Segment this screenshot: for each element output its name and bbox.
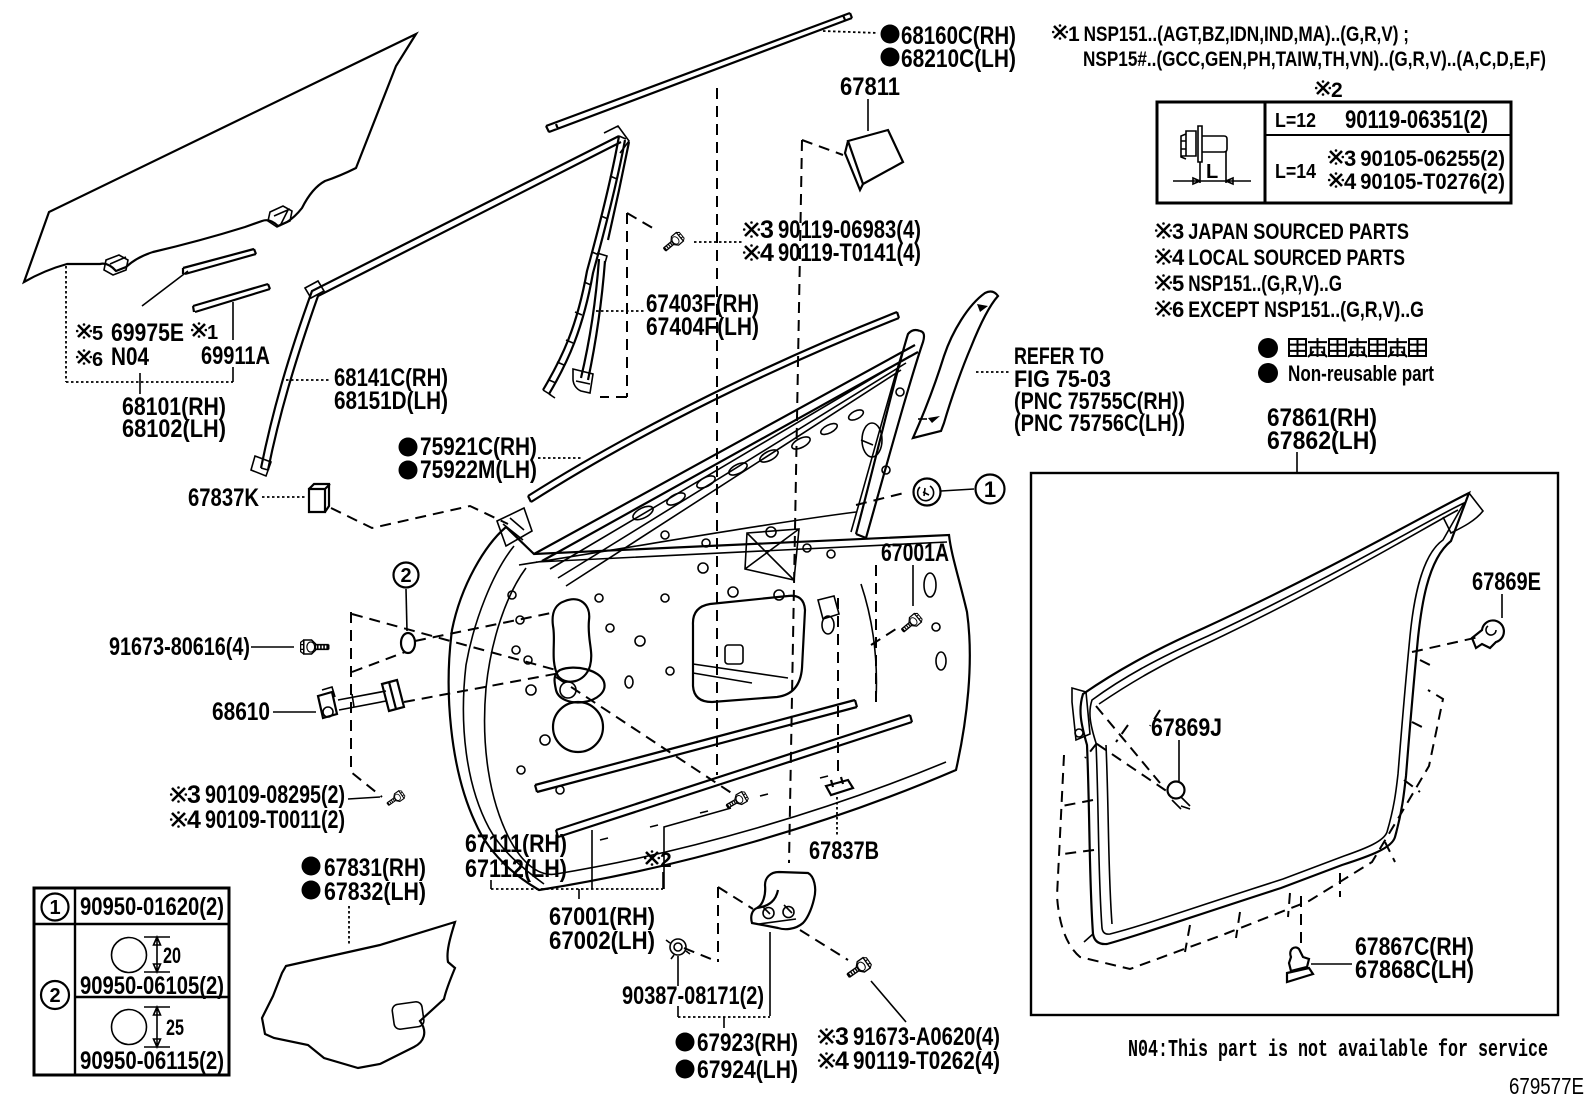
svg-text:90119-T0262(4): 90119-T0262(4) (853, 1047, 1000, 1075)
svg-text:4: 4 (835, 1047, 849, 1075)
svg-text:90950-01620(2): 90950-01620(2) (80, 893, 224, 921)
svg-text:5: 5 (1172, 271, 1184, 296)
svg-text:90119-06983(4): 90119-06983(4) (778, 216, 921, 244)
svg-text:JAPAN SOURCED PARTS: JAPAN SOURCED PARTS (1188, 219, 1409, 244)
svg-text:3: 3 (187, 781, 201, 809)
svg-text:N04:This part is not available: N04:This part is not available for servi… (1128, 1037, 1548, 1064)
svg-text:67837K: 67837K (188, 484, 259, 512)
svg-text:67404F(LH): 67404F(LH) (646, 313, 759, 341)
svg-text:68151D(LH): 68151D(LH) (334, 387, 448, 415)
svg-text:67869J: 67869J (1151, 714, 1222, 742)
svg-text:1: 1 (207, 322, 218, 344)
svg-text:20: 20 (163, 943, 181, 968)
svg-text:Non-reusable part: Non-reusable part (1288, 361, 1435, 386)
svg-text:68101(RH): 68101(RH) (122, 393, 226, 421)
svg-text:68210C(LH): 68210C(LH) (901, 45, 1016, 73)
svg-text:3: 3 (1172, 219, 1184, 244)
svg-text:67111(RH): 67111(RH) (465, 830, 567, 858)
svg-text:6: 6 (92, 349, 103, 371)
svg-text:N04: N04 (111, 343, 149, 371)
svg-text:NSP151..(G,R,V)..G: NSP151..(G,R,V)..G (1188, 271, 1342, 296)
svg-text:67869E: 67869E (1472, 568, 1541, 596)
svg-text:4: 4 (760, 239, 774, 267)
svg-text:REFER TO: REFER TO (1014, 343, 1104, 370)
svg-text:5: 5 (92, 323, 103, 345)
svg-text:EXCEPT NSP151..(G,R,V)..G: EXCEPT NSP151..(G,R,V)..G (1188, 297, 1424, 322)
svg-text:679577E: 679577E (1509, 1073, 1584, 1099)
svg-text:6: 6 (1172, 297, 1184, 322)
svg-text:68610: 68610 (212, 698, 270, 726)
svg-text:67837B: 67837B (809, 837, 879, 865)
svg-text:2: 2 (660, 849, 672, 872)
svg-text:67001A: 67001A (881, 539, 949, 567)
svg-text:NSP15#..(GCC,GEN,PH,TAIW,TH,VN: NSP15#..(GCC,GEN,PH,TAIW,TH,VN)..(G,R,V)… (1083, 48, 1546, 71)
svg-text:90119-T0141(4): 90119-T0141(4) (778, 239, 921, 267)
svg-text:67831(RH): 67831(RH) (324, 854, 426, 882)
svg-text:90119-06351(2): 90119-06351(2) (1345, 106, 1488, 134)
svg-text:(PNC 75756C(LH)): (PNC 75756C(LH)) (1014, 410, 1185, 437)
svg-text:90109-08295(2): 90109-08295(2) (205, 781, 345, 809)
svg-text:67403F(RH): 67403F(RH) (646, 290, 759, 318)
svg-text:1: 1 (984, 477, 996, 502)
svg-text:67811: 67811 (840, 73, 900, 101)
svg-text:67867C(RH): 67867C(RH) (1355, 933, 1474, 961)
svg-text:25: 25 (166, 1015, 184, 1040)
svg-text:91673-A0620(4): 91673-A0620(4) (853, 1023, 1000, 1051)
svg-text:3: 3 (835, 1023, 849, 1051)
svg-text:67923(RH): 67923(RH) (697, 1029, 798, 1057)
svg-text:91673-80616(4): 91673-80616(4) (109, 633, 250, 661)
svg-text:90105-06255(2): 90105-06255(2) (1360, 146, 1505, 171)
svg-text:75922M(LH): 75922M(LH) (420, 456, 537, 484)
svg-text:67861(RH): 67861(RH) (1267, 404, 1377, 432)
svg-text:67868C(LH): 67868C(LH) (1355, 956, 1474, 984)
svg-text:2: 2 (49, 985, 60, 1007)
svg-text:L: L (1206, 161, 1218, 183)
svg-text:3: 3 (760, 216, 774, 244)
svg-text:4: 4 (187, 806, 201, 834)
svg-text:2: 2 (400, 565, 411, 587)
svg-text:90109-T0011(2): 90109-T0011(2) (205, 806, 345, 834)
svg-text:90950-06105(2): 90950-06105(2) (80, 972, 224, 1000)
svg-text:67862(LH): 67862(LH) (1267, 427, 1377, 455)
svg-text:L=14: L=14 (1275, 161, 1317, 183)
svg-text:NSP151..(AGT,BZ,IDN,IND,MA)..(: NSP151..(AGT,BZ,IDN,IND,MA)..(G,R,V) ; (1084, 23, 1409, 46)
svg-text:3: 3 (1344, 146, 1356, 171)
svg-text:2: 2 (1331, 79, 1343, 102)
svg-text:4: 4 (1172, 245, 1185, 270)
svg-text:67001(RH): 67001(RH) (549, 903, 655, 931)
svg-text:1: 1 (1068, 23, 1080, 46)
svg-text:(PNC 75755C(RH)): (PNC 75755C(RH)) (1014, 388, 1185, 415)
svg-text:69911A: 69911A (201, 342, 270, 370)
svg-text:67112(LH): 67112(LH) (465, 855, 567, 883)
svg-text:67832(LH): 67832(LH) (324, 878, 426, 906)
svg-text:90105-T0276(2): 90105-T0276(2) (1360, 169, 1505, 194)
svg-text:90950-06115(2): 90950-06115(2) (80, 1047, 224, 1075)
svg-text:LOCAL SOURCED PARTS: LOCAL SOURCED PARTS (1188, 245, 1405, 270)
svg-text:FIG 75-03: FIG 75-03 (1014, 366, 1111, 393)
svg-text:4: 4 (1344, 169, 1357, 194)
svg-text:67924(LH): 67924(LH) (697, 1056, 798, 1084)
svg-text:1: 1 (49, 897, 60, 919)
svg-text:L=12: L=12 (1275, 110, 1316, 132)
svg-text:90387-08171(2): 90387-08171(2) (622, 982, 764, 1010)
svg-text:68160C(RH): 68160C(RH) (901, 22, 1016, 50)
svg-text:68102(LH): 68102(LH) (122, 415, 226, 443)
svg-text:69975E: 69975E (111, 319, 184, 347)
svg-text:75921C(RH): 75921C(RH) (420, 433, 537, 461)
svg-text:67002(LH): 67002(LH) (549, 927, 655, 955)
svg-text:68141C(RH): 68141C(RH) (334, 364, 448, 392)
